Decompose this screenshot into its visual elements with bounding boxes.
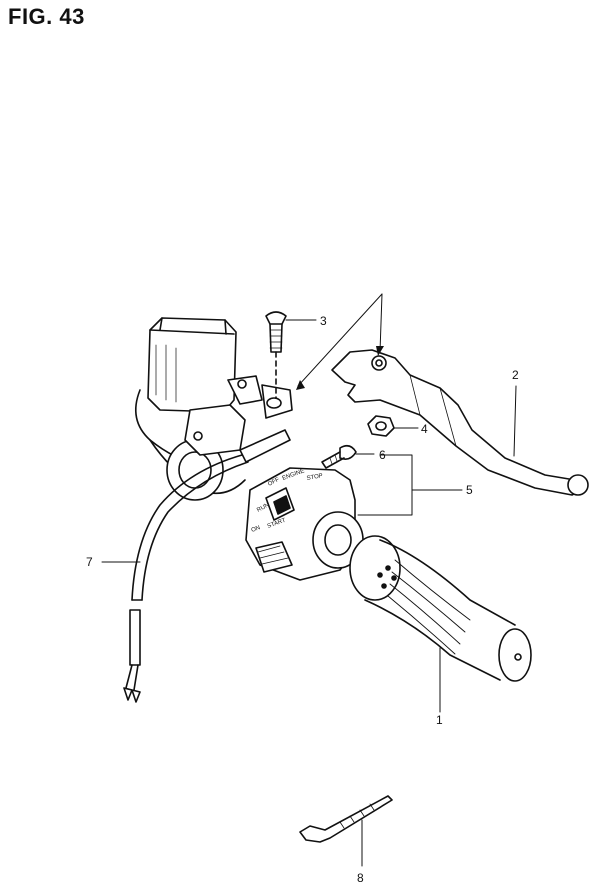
switch-label-run: RUN (256, 502, 270, 513)
callout-numbers: 3 2 4 6 5 7 1 8 (86, 314, 519, 885)
callout-5: 5 (466, 483, 473, 497)
bolt-part-3 (265, 311, 287, 399)
switch-label-stop: STOP (306, 473, 323, 482)
handlebar-switch-part-5 (245, 467, 364, 581)
nut-part-4 (367, 415, 395, 437)
callout-2: 2 (512, 368, 519, 382)
callout-8: 8 (357, 871, 364, 885)
switch-label-on: ON (251, 525, 262, 534)
wiring-harness-part-7 (123, 454, 249, 703)
screw-part-6 (321, 444, 357, 469)
switch-label-off: OFF (267, 477, 281, 488)
master-cylinder (134, 317, 293, 501)
brake-lever-part-2 (331, 349, 589, 496)
callout-7: 7 (86, 555, 93, 569)
leader-lines (101, 293, 517, 867)
callout-3: 3 (320, 314, 327, 328)
grip-part-1 (349, 535, 532, 682)
figure-title: FIG. 43 (8, 4, 85, 29)
cable-tie-part-8 (299, 795, 393, 843)
callout-1: 1 (436, 713, 443, 727)
callout-4: 4 (421, 422, 428, 436)
leader-arrowheads (296, 346, 384, 390)
callout-6: 6 (379, 448, 386, 462)
